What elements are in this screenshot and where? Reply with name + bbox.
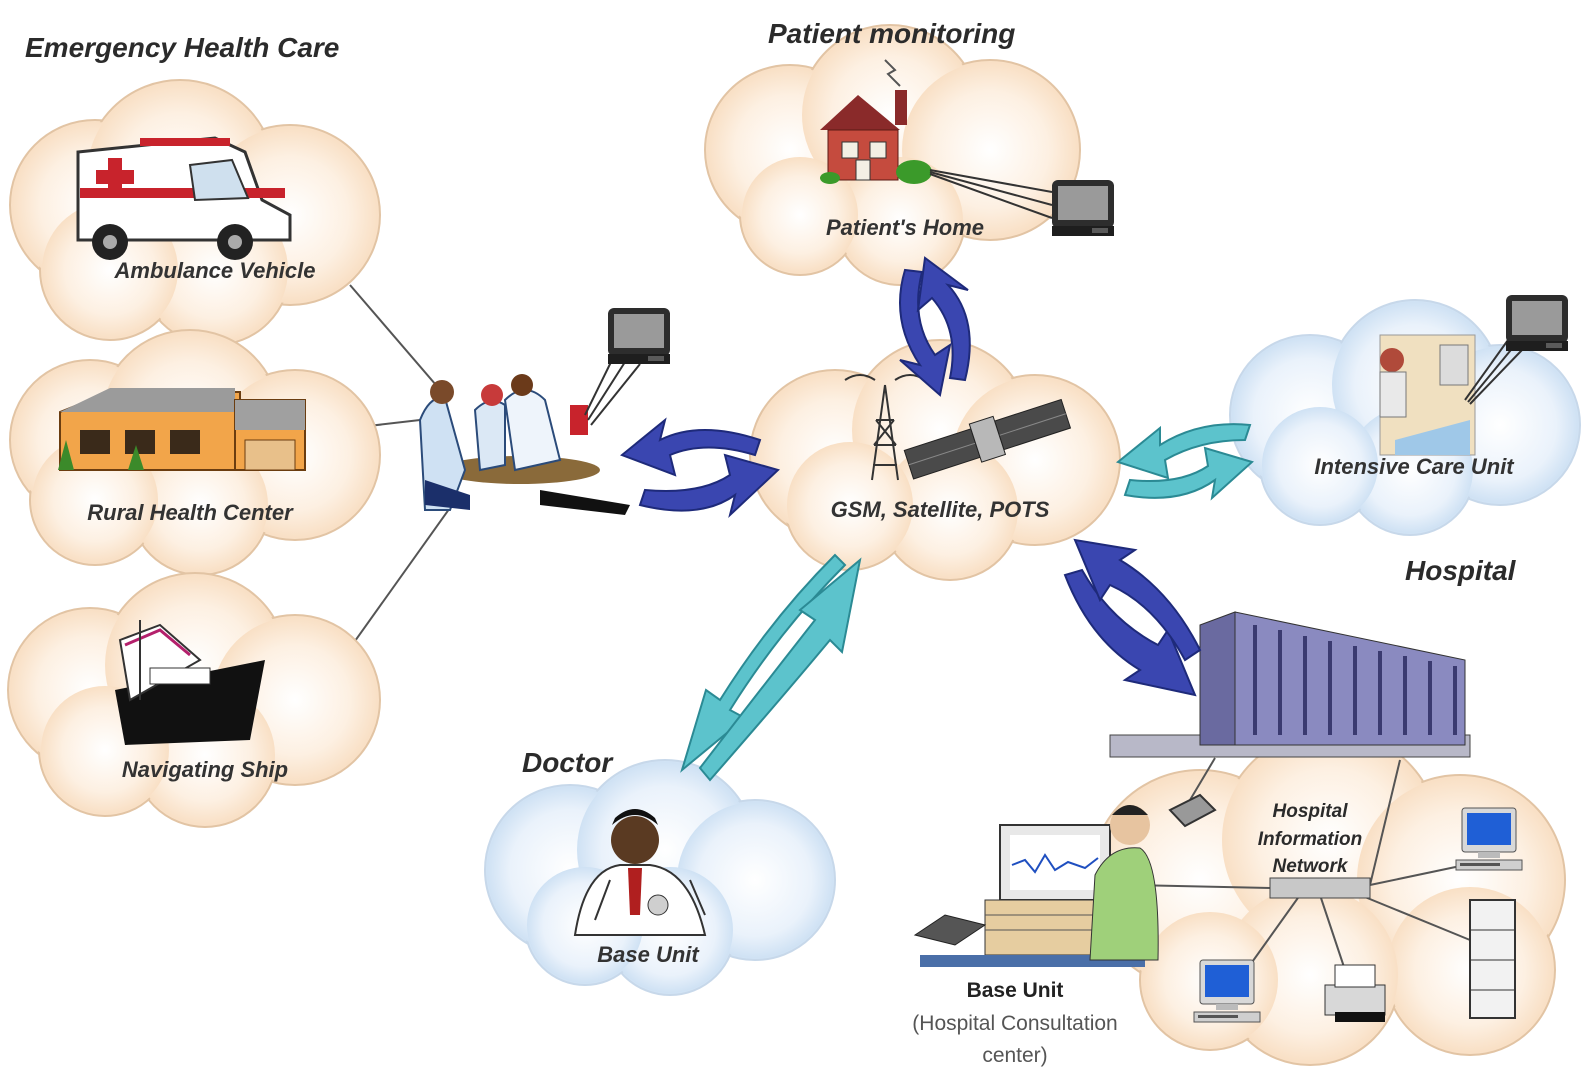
hospital-network-label-line2: Information xyxy=(1258,829,1363,850)
base-unit-subtitle-line2: center) xyxy=(982,1044,1047,1067)
ship-icon xyxy=(115,620,265,745)
base-unit-subtitle-line1: (Hospital Consultation xyxy=(912,1012,1117,1035)
label-patients-home: Patient's Home xyxy=(826,215,984,240)
hospital-pc-right-icon xyxy=(1455,807,1523,871)
ambulance-icon xyxy=(76,136,292,260)
hospital-network-label-line3: Network xyxy=(1273,856,1349,877)
arrow-home-network xyxy=(899,256,971,397)
icu-scene-icon xyxy=(1379,334,1476,456)
rural-house-icon xyxy=(58,388,306,471)
base-unit-title: Base Unit xyxy=(967,979,1064,1002)
section-title-hospital: Hospital xyxy=(1405,555,1517,586)
hospital-pc-bottom-icon xyxy=(1193,959,1261,1023)
section-title-doctor: Doctor xyxy=(522,747,614,778)
home-monitor-icon xyxy=(1052,180,1114,236)
paramedic-monitor-icon xyxy=(608,308,670,364)
label-ambulance-vehicle: Ambulance Vehicle xyxy=(114,258,316,283)
paramedics-icon xyxy=(418,374,630,515)
doctor-icon xyxy=(573,809,707,936)
home-monitor-links xyxy=(929,169,1053,219)
server-rack-icon xyxy=(1469,899,1516,1019)
base-unit-workstation-icon xyxy=(913,805,1159,967)
cloud-patients-home xyxy=(704,24,1081,286)
printer-icon xyxy=(1324,964,1386,1022)
section-title-emergency: Emergency Health Care xyxy=(25,32,339,63)
section-title-patient-monitoring: Patient monitoring xyxy=(768,18,1015,49)
icu-monitor-icon xyxy=(1506,295,1568,351)
arrow-hospital-network xyxy=(1063,538,1202,697)
label-network: GSM, Satellite, POTS xyxy=(831,497,1050,522)
paramedic-monitor-links xyxy=(584,359,641,426)
label-rural-health-center: Rural Health Center xyxy=(87,500,294,525)
hospital-building-icon xyxy=(1109,611,1471,758)
arrow-paramedics-network xyxy=(620,417,780,519)
icu-monitor-links xyxy=(1464,339,1523,405)
label-doctor-base-unit: Base Unit xyxy=(597,942,700,967)
patients-house-icon xyxy=(820,59,932,184)
label-intensive-care-unit: Intensive Care Unit xyxy=(1314,454,1515,479)
satellite-icon xyxy=(903,398,1072,480)
arrow-icu-network xyxy=(1115,423,1254,501)
router-icon xyxy=(1168,793,1217,828)
network-switch-icon xyxy=(1269,877,1371,899)
label-navigating-ship: Navigating Ship xyxy=(122,757,288,782)
hospital-network-label-line1: Hospital xyxy=(1273,801,1349,822)
arrow-doctor-network xyxy=(680,553,862,782)
